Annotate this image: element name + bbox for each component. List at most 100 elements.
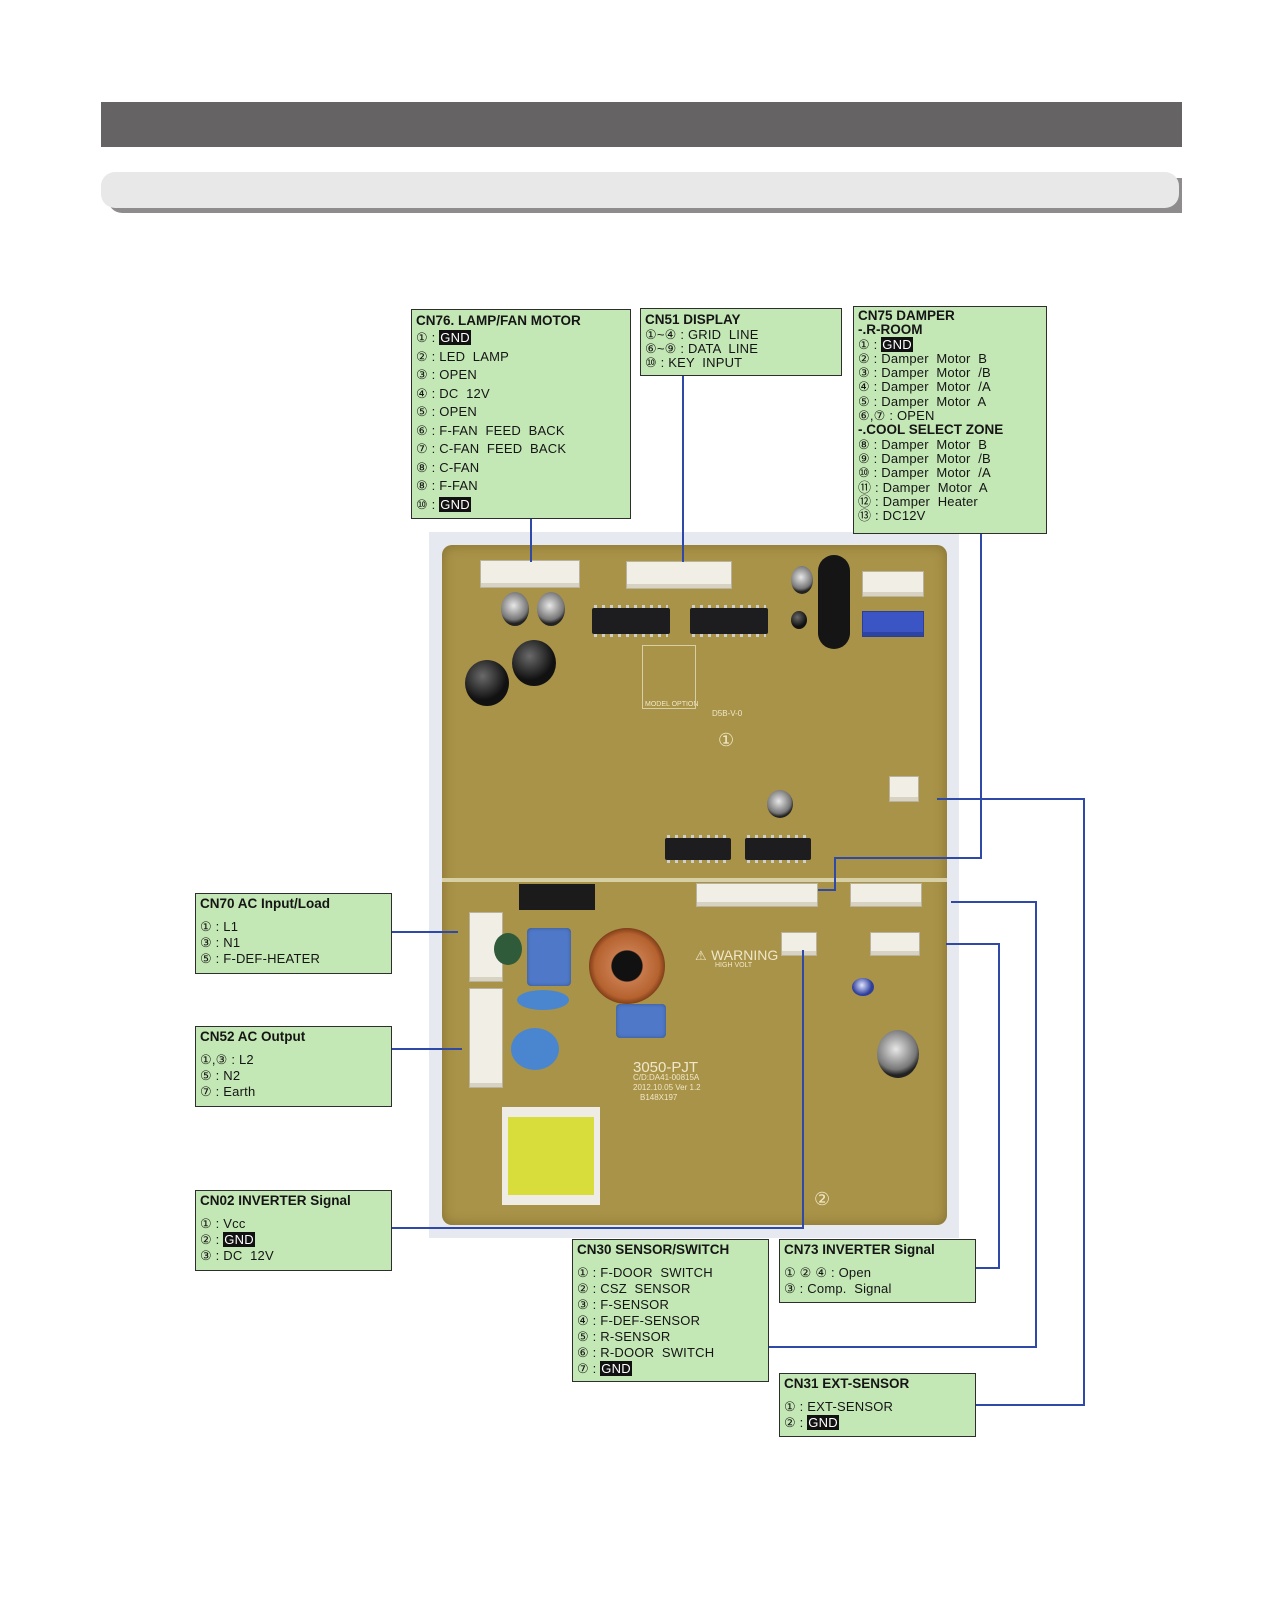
ic-chip	[690, 605, 768, 637]
pin-separator: :	[676, 327, 688, 342]
pin-value: Damper Motor A	[881, 393, 987, 409]
pin-row: ⑤ : OPEN	[416, 403, 626, 422]
pin-number: ⑦	[577, 1361, 589, 1376]
pin-separator: :	[427, 459, 440, 475]
silkscreen-circle-2: ②	[814, 1189, 831, 1209]
pin-number: ⑧	[858, 436, 870, 452]
pin-row: ⑥ : R-DOOR SWITCH	[577, 1345, 764, 1361]
connector-cn51	[626, 561, 732, 589]
y-capacitor	[511, 1028, 559, 1070]
pin-value: GRID LINE	[687, 327, 759, 342]
pin-row: ⑥ : F-FAN FEED BACK	[416, 422, 626, 441]
pin-value: F-DEF-HEATER	[223, 951, 321, 966]
pin-value: OPEN	[439, 404, 477, 419]
leader-cn30	[951, 901, 1037, 903]
pin-value: C-FAN FEED BACK	[439, 441, 567, 456]
leader-cn30	[768, 1346, 1037, 1348]
pin-value: Damper Motor /B	[881, 450, 991, 466]
pin-number: ⑨	[858, 450, 870, 466]
pin-separator: :	[211, 1068, 224, 1083]
pin-separator: :	[871, 479, 883, 495]
pin-value: Damper Motor B	[881, 436, 988, 452]
pin-separator: :	[211, 1232, 224, 1247]
pin-value: Vcc	[223, 1216, 246, 1231]
pcb-isolation-slot	[442, 878, 947, 882]
ic-chip	[592, 605, 670, 637]
ic-chip	[745, 835, 811, 863]
connector-cn75-csz[interactable]	[862, 611, 924, 637]
pin-number: ⑦	[200, 1084, 212, 1099]
silkscreen-rating: D5B-V-0	[712, 709, 743, 718]
pin-row: ⑦ : C-FAN FEED BACK	[416, 440, 626, 459]
pin-value: Earth	[223, 1084, 256, 1099]
y-capacitor	[517, 990, 569, 1010]
leader-cn52	[392, 1048, 462, 1050]
pin-value: F-DOOR SWITCH	[600, 1265, 713, 1280]
x-capacitor	[527, 928, 571, 986]
pin-separator: :	[211, 1216, 224, 1231]
pin-value: DC 12V	[439, 385, 490, 401]
pin-number: ⑫	[858, 493, 872, 509]
label-title: CN76. LAMP/FAN MOTOR	[416, 313, 581, 328]
leader-cn73	[998, 943, 1000, 1269]
pin-row: ① : GND	[858, 336, 1042, 352]
relay	[519, 884, 595, 910]
capacitor	[494, 933, 522, 965]
silkscreen-size: B148X197	[640, 1093, 678, 1102]
silkscreen-model-option-frame	[642, 645, 696, 709]
pin-row: ① : L1	[200, 919, 387, 935]
pin-value: CSZ SENSOR	[600, 1281, 691, 1296]
leader-cn76	[530, 518, 532, 562]
pin-row: ③ : N1	[200, 935, 387, 951]
pin-value: L1	[223, 919, 239, 934]
pin-separator: :	[869, 350, 882, 366]
pin-number: ⑤	[200, 951, 212, 966]
capacitor	[767, 790, 793, 818]
pin-separator: :	[427, 496, 440, 512]
pin-value: F-DEF-SENSOR	[600, 1313, 701, 1328]
pin-number: ①	[200, 919, 212, 934]
pin-separator: :	[427, 330, 440, 345]
pin-separator: :	[211, 951, 224, 966]
pin-row: ⑧ : C-FAN	[416, 459, 626, 478]
pin-row: ⑦ : Earth	[200, 1084, 387, 1100]
pin-number: ③	[416, 367, 428, 382]
pin-value: Damper Motor /B	[881, 365, 991, 381]
leader-cn31	[976, 1404, 1085, 1406]
pin-row: ② : CSZ SENSOR	[577, 1281, 764, 1297]
pin-row: ⑩ : Damper Motor /A	[858, 466, 1042, 480]
pin-separator: :	[427, 478, 440, 493]
pin-separator: :	[676, 341, 688, 356]
pin-row: ② : GND	[200, 1232, 387, 1248]
leader-cn70	[392, 931, 458, 933]
label-title: CN75 DAMPER	[858, 308, 955, 323]
pin-value: F-FAN	[439, 478, 478, 493]
connector-cn52	[469, 988, 503, 1088]
pin-value-gnd: GND	[223, 1232, 255, 1247]
pin-row: ⑤ : Damper Motor A	[858, 393, 1042, 409]
silkscreen-warning: ⚠ WARNING HIGH VOLT	[695, 947, 778, 969]
leader-cn75	[834, 857, 836, 891]
pin-number: ⑤	[858, 393, 870, 409]
pin-number: ⑧	[416, 459, 428, 475]
pin-number: ①	[858, 336, 870, 352]
pin-number: ③	[200, 1248, 212, 1263]
pin-separator: :	[795, 1281, 808, 1296]
pin-separator: :	[588, 1281, 601, 1296]
pin-row: ② : GND	[784, 1415, 971, 1431]
pin-number: ③	[858, 365, 870, 381]
pin-number: ①	[200, 1216, 212, 1231]
silkscreen-model: 3050-PJT	[633, 1059, 699, 1076]
pin-separator: :	[588, 1313, 601, 1328]
leader-cn31	[937, 798, 1085, 800]
pin-value: N2	[223, 1068, 241, 1083]
pin-row: ④ : Damper Motor /A	[858, 380, 1042, 394]
pin-row: ⑥~⑨ : DATA LINE	[645, 342, 837, 356]
pin-separator: :	[588, 1361, 601, 1376]
pin-value: Open	[838, 1265, 872, 1280]
leader-cn75	[834, 857, 982, 859]
pin-value: EXT-SENSOR	[807, 1399, 894, 1414]
pin-separator: :	[869, 465, 882, 481]
